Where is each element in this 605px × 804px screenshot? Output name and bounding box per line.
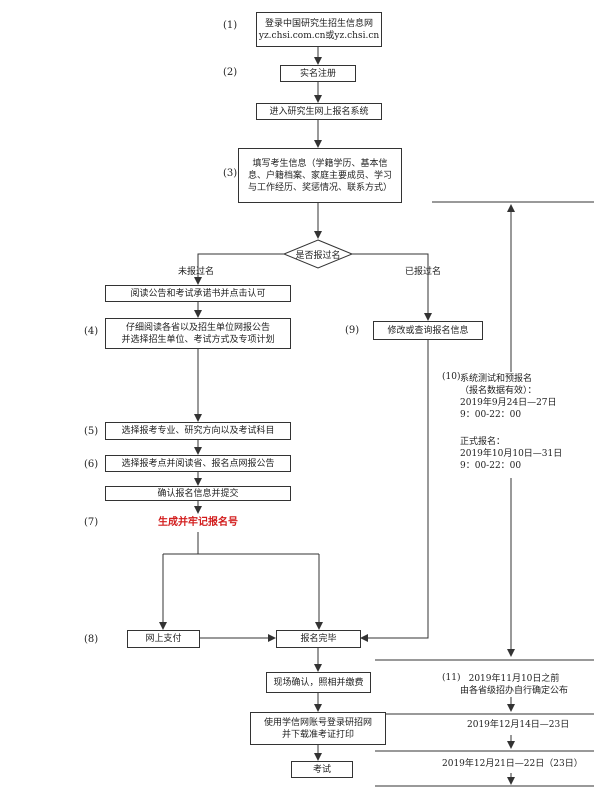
done-label: 报名完毕 — [300, 634, 337, 644]
test-register-note: 系统测试和预报名 （报名数据有效）： 2019年9月24日—27日 9：00-2… — [460, 373, 557, 421]
exam-time-note: 2019年12月21日—22日（23日） — [442, 759, 583, 769]
branch-label-registered: 已报过名 — [405, 267, 442, 277]
onsite-box: 现场确认，照相并缴费 — [266, 672, 371, 693]
formal-register-line-2: 2019年10月10日—31日 — [460, 449, 563, 459]
fill-info-line-2: 息、户籍档案、家庭主要成员、学习 — [247, 170, 392, 181]
test-register-line-4: 9：00-22：00 — [460, 410, 522, 420]
download-box: 使用学信网账号登录研招网 并下载准考证打印 — [250, 712, 386, 745]
login-box: 登录中国研究生招生信息网 yz.chsi.com.cn或yz.chsi.cn — [256, 12, 382, 47]
select-site-label: 选择报考点并阅读省、报名点网报公告 — [121, 458, 275, 469]
onsite-label: 现场确认，照相并缴费 — [273, 677, 364, 688]
step-number-4: (4) — [84, 326, 99, 337]
step-number-7: (7) — [84, 517, 99, 528]
step-number-3: (3) — [223, 168, 238, 179]
login-line-1: 登录中国研究生招生信息网 — [264, 18, 373, 29]
register-label: 实名注册 — [299, 68, 336, 79]
step-number-2: (2) — [223, 67, 238, 78]
confirm-submit-label: 确认报名信息并提交 — [157, 488, 239, 499]
generate-number-box: 生成并牢记报名号 — [140, 514, 256, 532]
select-site-box: 选择报考点并阅读省、报名点网报公告 — [105, 455, 291, 472]
formal-register-line-3: 9：00-22：00 — [460, 461, 522, 471]
arrow-branch-left — [194, 253, 284, 285]
confirm-time-note: 2019年11月10日之前 由各省级招办自行确定公布 — [460, 673, 568, 697]
step-number-10: (10) — [442, 372, 461, 382]
step-number-5: (5) — [84, 426, 99, 437]
step-number-9: (9) — [345, 325, 360, 336]
confirm-time-line-2: 由各省级招办自行确定公布 — [460, 686, 569, 696]
exam-label: 考试 — [312, 764, 331, 775]
download-line-1: 使用学信网账号登录研招网 — [263, 717, 372, 728]
formal-register-line-1: 正式报名： — [460, 437, 506, 447]
step-number-1: (1) — [223, 20, 238, 31]
read-unit-box: 仔细阅读各省以及招生单位网报公告 并选择招生单位、考试方式及专项计划 — [105, 318, 291, 349]
select-major-box: 选择报考专业、研究方向以及考试科目 — [105, 422, 291, 440]
decision-diamond — [282, 239, 354, 269]
modify-box: 修改或查询报名信息 — [373, 321, 483, 340]
enter-system-box: 进入研究生网上报名系统 — [256, 103, 382, 120]
fill-info-line-1: 填写考生信息（学籍学历、基本信 — [252, 158, 388, 169]
fill-info-box: 填写考生信息（学籍学历、基本信 息、户籍档案、家庭主要成员、学习 与工作经历、奖… — [238, 148, 402, 203]
done-box: 报名完毕 — [276, 630, 361, 648]
test-register-line-1: 系统测试和预报名 — [460, 374, 533, 384]
modify-label: 修改或查询报名信息 — [387, 325, 469, 336]
step-number-6: (6) — [84, 459, 99, 470]
login-line-2: yz.chsi.com.cn或yz.chsi.cn — [258, 30, 380, 41]
fill-info-line-3: 与工作经历、奖惩情况、联系方式） — [247, 182, 392, 193]
register-box: 实名注册 — [280, 65, 356, 82]
branch-label-not-registered: 未报过名 — [178, 267, 215, 277]
enter-system-label: 进入研究生网上报名系统 — [269, 106, 369, 117]
decision-label: 是否报过名 — [295, 251, 341, 261]
print-time-note: 2019年12月14日—23日 — [467, 720, 570, 730]
test-register-line-3: 2019年9月24日—27日 — [460, 398, 557, 408]
exam-box: 考试 — [291, 761, 353, 778]
formal-register-note: 正式报名： 2019年10月10日—31日 9：00-22：00 — [460, 436, 562, 472]
test-register-line-2: （报名数据有效）： — [460, 386, 537, 396]
arrow-branch-right — [352, 253, 432, 321]
read-notice-label: 阅读公告和考试承诺书并点击认可 — [130, 288, 266, 299]
download-line-2: 并下载准考证打印 — [281, 729, 354, 740]
step-number-11: (11) — [442, 673, 461, 683]
read-unit-line-2: 并选择招生单位、考试方式及专项计划 — [121, 334, 275, 345]
select-major-label: 选择报考专业、研究方向以及考试科目 — [121, 426, 275, 436]
confirm-submit-box: 确认报名信息并提交 — [105, 486, 291, 501]
step-number-8: (8) — [84, 634, 99, 645]
confirm-time-line-1: 2019年11月10日之前 — [468, 674, 560, 684]
arrow-modify-done — [360, 340, 429, 642]
generate-number-label: 生成并牢记报名号 — [158, 517, 238, 528]
pay-box: 网上支付 — [127, 630, 200, 648]
pay-label: 网上支付 — [145, 634, 182, 644]
read-notice-box: 阅读公告和考试承诺书并点击认可 — [105, 285, 291, 302]
read-unit-line-1: 仔细阅读各省以及招生单位网报公告 — [125, 322, 270, 333]
